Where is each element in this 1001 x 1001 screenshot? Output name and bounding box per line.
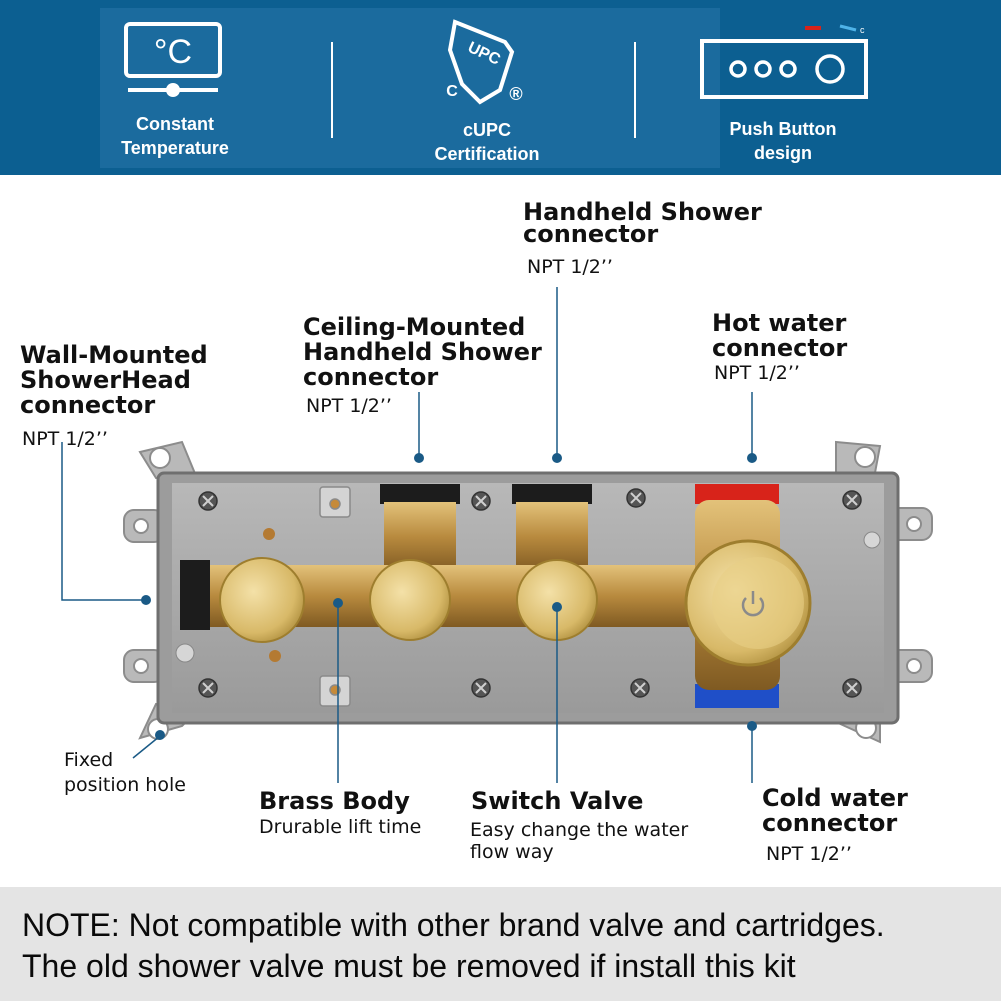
callout-line: connector xyxy=(20,391,156,419)
feature-label-certification: cUPC Certification xyxy=(412,118,562,166)
end-cap xyxy=(180,560,210,630)
hot-callout-title: Hot water connector xyxy=(712,311,847,361)
feature-icons: °C UPC C ® c xyxy=(124,19,868,105)
callout-line: Cold water xyxy=(762,784,908,812)
ceiling-callout-title: Ceiling-Mounted Handheld Shower connecto… xyxy=(303,315,542,390)
feature-banner xyxy=(0,0,1001,175)
wall-callout-spec: NPT 1/2’’ xyxy=(22,428,108,450)
fixing-holes xyxy=(175,528,881,663)
callout-line: connector xyxy=(712,334,848,362)
compatibility-note: NOTE: Not compatible with other brand va… xyxy=(0,887,1001,1001)
callout-dots xyxy=(141,453,757,740)
callout-line: position hole xyxy=(64,774,186,796)
callout-lines xyxy=(61,287,753,783)
svg-text:°C: °C xyxy=(154,33,192,71)
note-line: NOTE: Not compatible with other brand va… xyxy=(22,907,885,943)
feature-label-line: cUPC xyxy=(462,120,511,140)
note-line: The old shower valve must be removed if … xyxy=(22,948,796,984)
ceiling-callout-spec: NPT 1/2’’ xyxy=(306,395,392,417)
svg-text:®: ® xyxy=(509,84,522,104)
callout-line: connector xyxy=(303,363,439,391)
brass-body-callout-sub: Drurable lift time xyxy=(259,816,422,838)
feature-label-line: design xyxy=(753,143,812,163)
callout-line: Easy change the water xyxy=(470,819,689,841)
banner-divider xyxy=(331,42,333,138)
banner-divider xyxy=(634,42,636,138)
handheld-callout-spec: NPT 1/2’’ xyxy=(527,256,613,278)
feature-label-line: Certification xyxy=(434,144,540,164)
handheld-callout-title: Handheld Shower connector xyxy=(523,200,762,247)
switch-valve-callout-sub: Easy change the water flow way xyxy=(470,819,688,863)
thermometer-display-icon: °C xyxy=(124,22,222,97)
callout-line: Ceiling-Mounted xyxy=(303,313,526,341)
callout-line: connector xyxy=(523,220,659,248)
callout-line: Fixed xyxy=(64,749,114,771)
wall-callout-title: Wall-Mounted ShowerHead connector xyxy=(20,343,208,418)
callout-line: Handheld Shower xyxy=(303,338,542,366)
power-icon xyxy=(741,591,765,617)
svg-text:c: c xyxy=(860,25,865,35)
callout-line: flow way xyxy=(470,841,554,863)
screw-set xyxy=(198,488,862,698)
push-button-panel-icon: c xyxy=(700,24,868,99)
cold-callout-title: Cold water connector xyxy=(762,786,908,836)
callout-line: Hot water xyxy=(712,309,847,337)
callout-line: Wall-Mounted xyxy=(20,341,208,369)
callout-line: connector xyxy=(762,809,898,837)
fixed-hole-callout: Fixed position hole xyxy=(64,748,186,798)
feature-label-line: Push Button xyxy=(729,119,837,139)
feature-label-temperature: Constant Temperature xyxy=(100,112,250,160)
cold-callout-spec: NPT 1/2’’ xyxy=(766,843,852,865)
switch-valve-callout-title: Switch Valve xyxy=(471,787,644,815)
feature-label-line: Constant xyxy=(136,114,214,134)
brass-body-callout-title: Brass Body xyxy=(259,787,410,815)
hot-callout-spec: NPT 1/2’’ xyxy=(714,362,800,384)
feature-label-line: Temperature xyxy=(121,138,229,158)
callout-line: Handheld Shower xyxy=(523,198,762,226)
feature-label-push-button: Push Button design xyxy=(700,117,866,165)
valve-caps xyxy=(219,539,812,667)
callout-line: ShowerHead xyxy=(20,366,191,394)
svg-text:C: C xyxy=(446,83,458,100)
